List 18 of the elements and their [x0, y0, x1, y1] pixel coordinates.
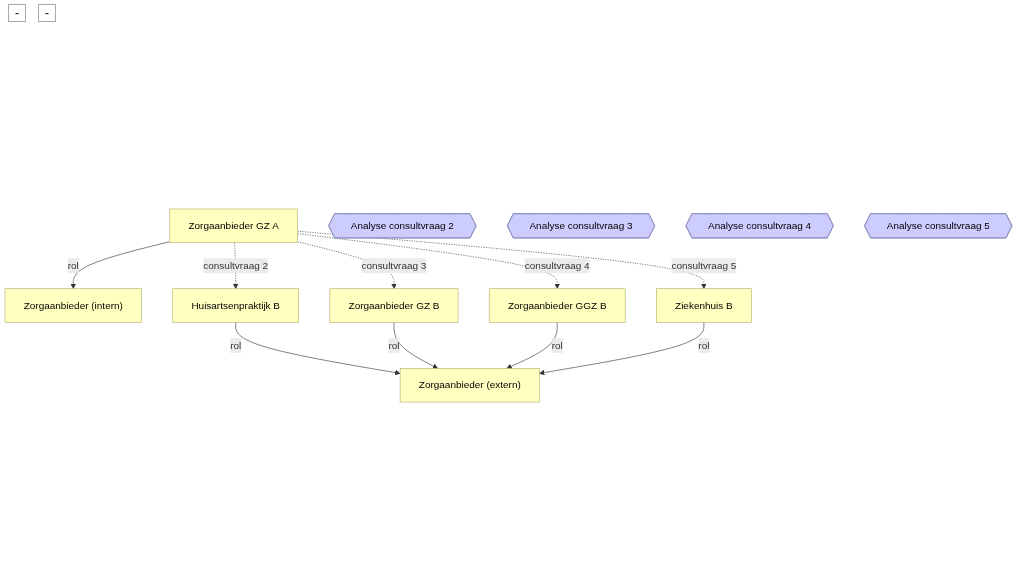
note-text: - [38, 4, 56, 22]
node-box: Zorgaanbieder GGZ B [488, 288, 626, 323]
edge-label: consultvraag 2 [203, 260, 269, 271]
node-box: Zorgaanbieder GZ A [169, 208, 298, 243]
node-box: Zorgaanbieder (intern) [4, 288, 142, 323]
edge-label: consultvraag 5 [671, 260, 737, 271]
node-box: Huisartsenpraktijk B [172, 288, 299, 323]
edge-label: rol [551, 339, 563, 351]
node-box: Zorgaanbieder GZ B [329, 288, 459, 323]
edge-label: rol [230, 339, 242, 351]
edge-label: rol [698, 339, 710, 351]
node-box: Ziekenhuis B [656, 288, 752, 323]
note-text: - [8, 4, 26, 22]
node-box: Zorgaanbieder (extern) [399, 368, 540, 403]
edge-label: consultvraag 4 [524, 260, 590, 271]
edge-label: rol [388, 339, 400, 351]
edge-label: consultvraag 3 [361, 260, 427, 271]
edge-label: rol [67, 260, 79, 271]
